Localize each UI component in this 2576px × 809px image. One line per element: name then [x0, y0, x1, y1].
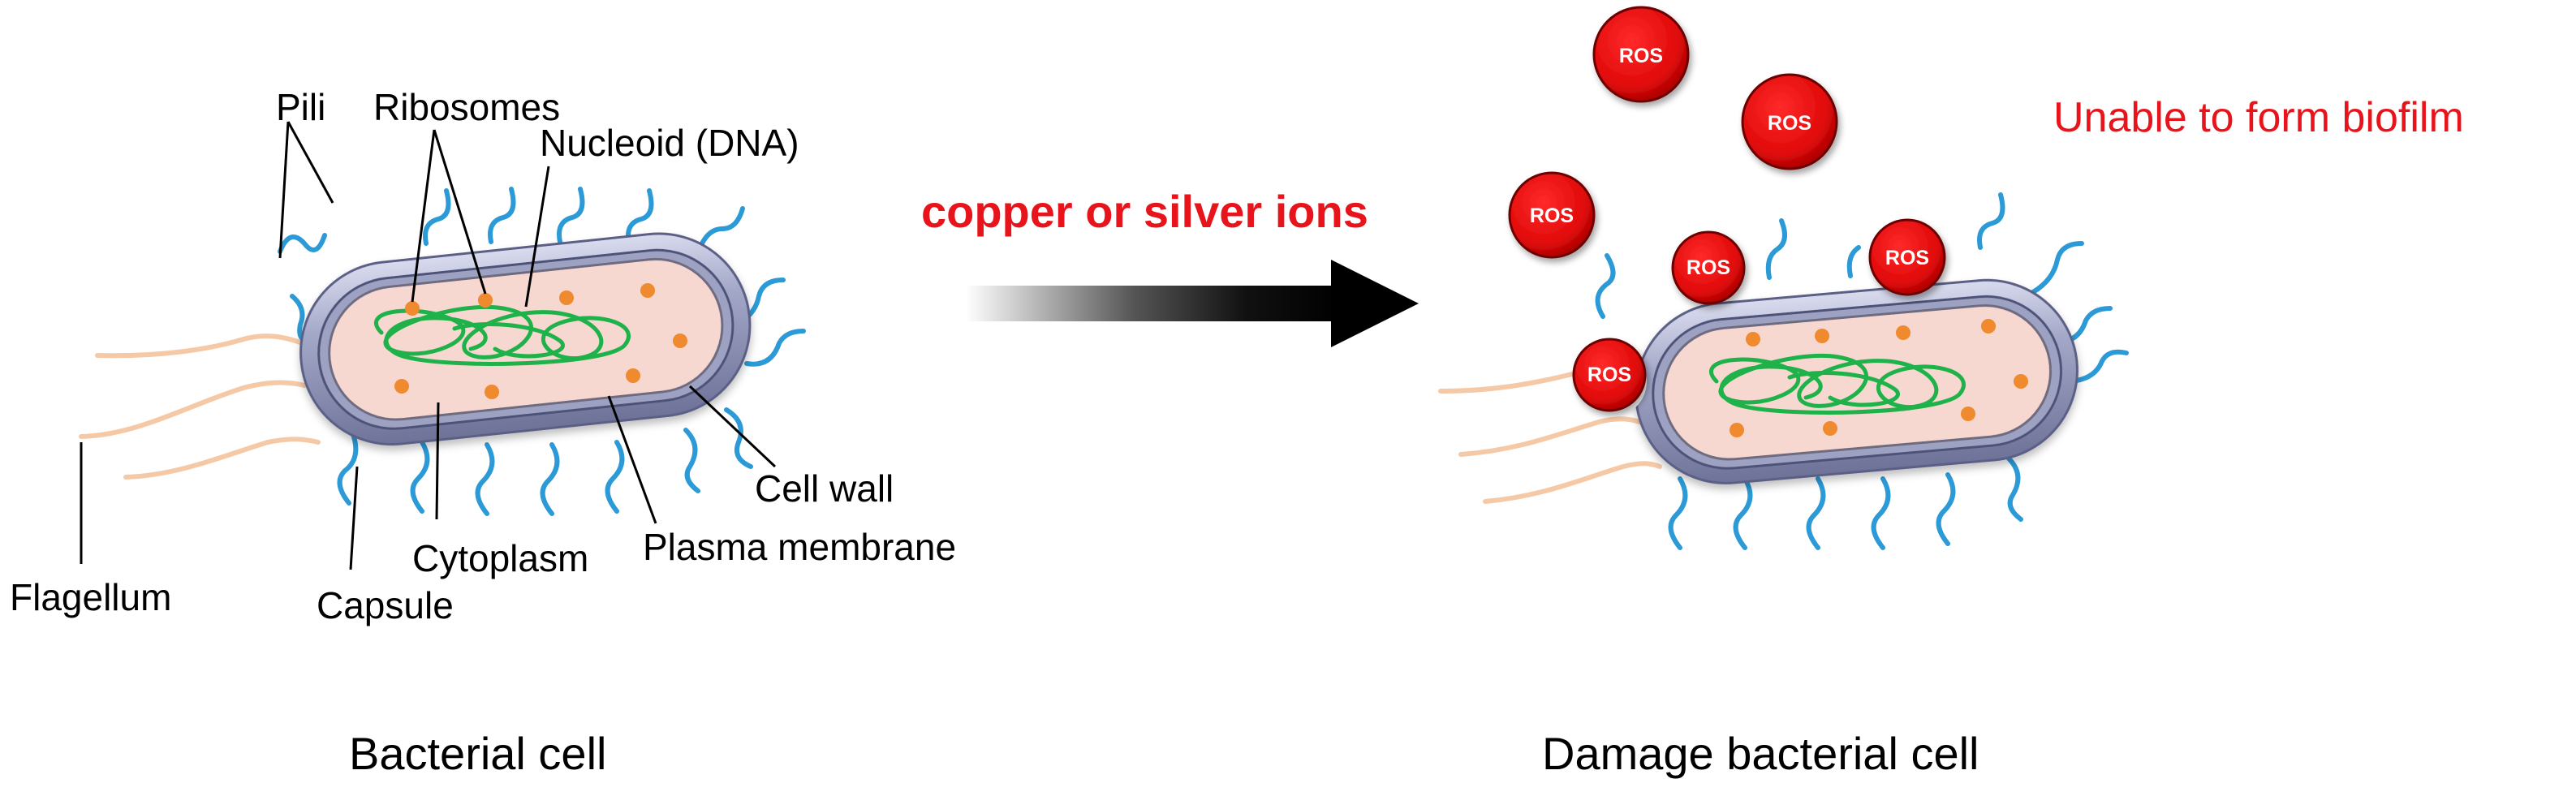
ros-particle: ROS	[1671, 230, 1746, 305]
ros-particle: ROS	[1868, 218, 1946, 296]
label-ribosomes: Ribosomes	[373, 86, 560, 128]
svg-text:ROS: ROS	[1587, 364, 1631, 386]
label-flagellum: Flagellum	[10, 576, 171, 618]
leader-lines	[80, 121, 777, 570]
label-plasma-membrane: Plasma membrane	[643, 526, 956, 568]
ros-particle: ROS	[1592, 6, 1690, 103]
ribosomes-damaged	[1730, 319, 2028, 437]
ros-particle: ROS	[1508, 171, 1596, 259]
svg-text:ROS: ROS	[1768, 112, 1811, 135]
nucleoid-dna-damaged	[1709, 354, 1966, 415]
status-unable-biofilm: Unable to form biofilm	[2053, 94, 2464, 141]
caption-damage-bacterial-cell: Damage bacterial cell	[1542, 728, 1979, 779]
arrow-label: copper or silver ions	[921, 186, 1368, 237]
label-nucleoid: Nucleoid (DNA)	[540, 122, 799, 164]
treatment-arrow: copper or silver ions	[921, 186, 1419, 347]
label-cytoplasm: Cytoplasm	[412, 537, 588, 579]
ribosomes	[394, 283, 687, 399]
label-capsule: Capsule	[317, 584, 454, 626]
ros-particles: ROS ROS ROS ROS ROS ROS	[1508, 6, 1946, 412]
plasma-membrane-damaged	[1662, 304, 2053, 461]
label-pili: Pili	[276, 86, 325, 128]
pili	[278, 187, 806, 516]
ros-particle: ROS	[1741, 73, 1838, 170]
nucleoid-dna	[374, 305, 631, 366]
svg-text:ROS: ROS	[1686, 256, 1730, 279]
svg-text:ROS: ROS	[1619, 45, 1663, 67]
bacterial-cell-left: Pili Ribosomes Nucleoid (DNA) Cell wall …	[10, 86, 956, 779]
bacterial-cell-right: Unable to form biofilm	[1438, 6, 2464, 779]
label-cell-wall: Cell wall	[755, 467, 894, 510]
svg-text:ROS: ROS	[1530, 204, 1574, 227]
flagella	[79, 333, 321, 480]
caption-bacterial-cell: Bacterial cell	[349, 728, 606, 779]
arrow-shaft	[966, 286, 1339, 321]
svg-text:ROS: ROS	[1885, 247, 1929, 269]
ros-particle: ROS	[1572, 338, 1647, 412]
arrow-head	[1331, 260, 1419, 347]
